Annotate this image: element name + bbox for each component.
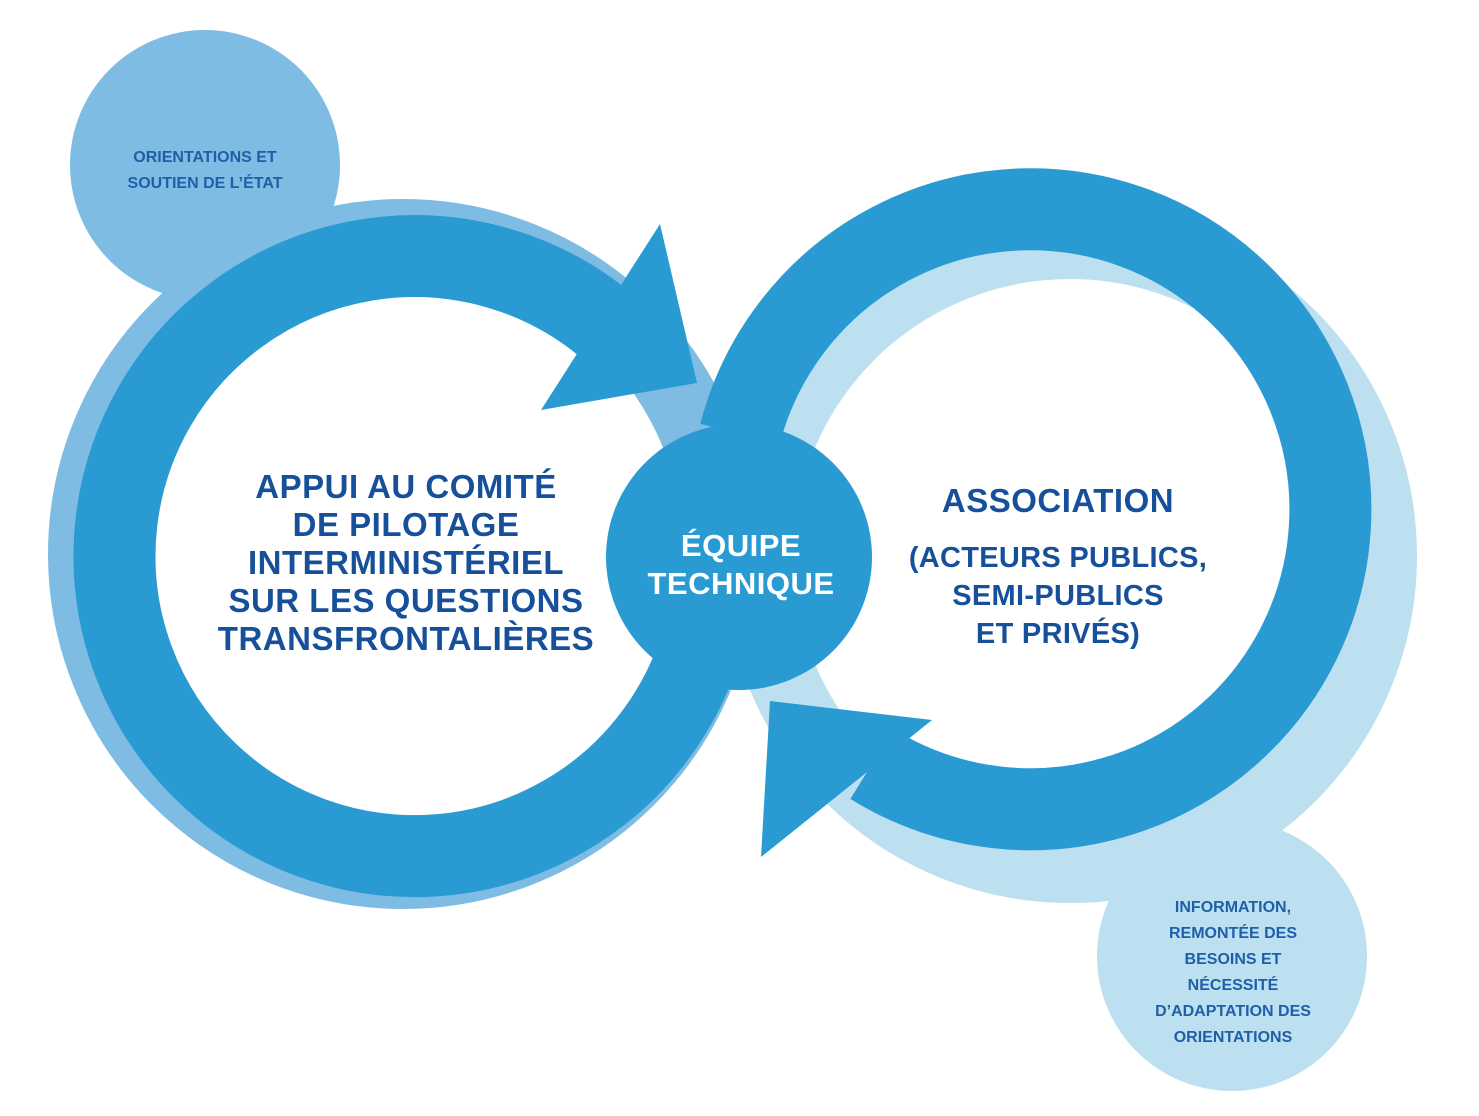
center-node-line: TECHNIQUE — [647, 566, 835, 601]
left-cycle-text: APPUI AU COMITÉ DE PILOTAGE INTERMINISTÉ… — [200, 468, 612, 658]
left-cycle-line: SUR LES QUESTIONS — [228, 582, 584, 619]
right-cycle-text: ASSOCIATION (ACTEURS PUBLICS, SEMI-PUBLI… — [880, 481, 1236, 653]
left-ring — [73, 215, 751, 898]
right-ring — [700, 168, 1372, 851]
right-arrow-head — [761, 701, 932, 857]
bubble-top-left-line: ORIENTATIONS ET — [133, 149, 277, 166]
right-cycle-line: SEMI-PUBLICS — [952, 580, 1164, 612]
right-cycle-title: ASSOCIATION — [941, 482, 1175, 519]
bubble-bottom-right-text: INFORMATION, REMONTÉE DES BESOINS ET NÉC… — [1122, 895, 1344, 1051]
center-node-circle — [606, 424, 872, 690]
left-cycle-line: TRANSFRONTALIÈRES — [217, 620, 595, 657]
bubble-bottom-right-line: ORIENTATIONS — [1173, 1029, 1293, 1046]
bubble-bottom-right-line: INFORMATION, — [1174, 899, 1292, 916]
bubble-top-left-text: ORIENTATIONS ET SOUTIEN DE L’ÉTAT — [92, 145, 318, 197]
right-cycle-line: (ACTEURS PUBLICS, — [908, 542, 1208, 574]
bubble-bottom-right-line: NÉCESSITÉ — [1187, 977, 1279, 994]
center-node-line: ÉQUIPE — [680, 528, 802, 563]
bubble-bottom-right-line: BESOINS ET — [1184, 951, 1282, 968]
bubble-bottom-right-line: D’ADAPTATION DES — [1155, 1003, 1311, 1020]
left-cycle-line: APPUI AU COMITÉ — [255, 468, 557, 505]
left-cycle-line: DE PILOTAGE — [292, 506, 520, 543]
right-cycle-line: ET PRIVÉS) — [975, 618, 1141, 650]
left-arrow-head — [541, 224, 697, 410]
bubble-top-left-line: SOUTIEN DE L’ÉTAT — [127, 175, 283, 192]
bubble-bottom-right-line: REMONTÉE DES — [1168, 925, 1297, 942]
center-node-text: ÉQUIPE TECHNIQUE — [629, 527, 853, 603]
left-cycle-line: INTERMINISTÉRIEL — [247, 544, 564, 581]
